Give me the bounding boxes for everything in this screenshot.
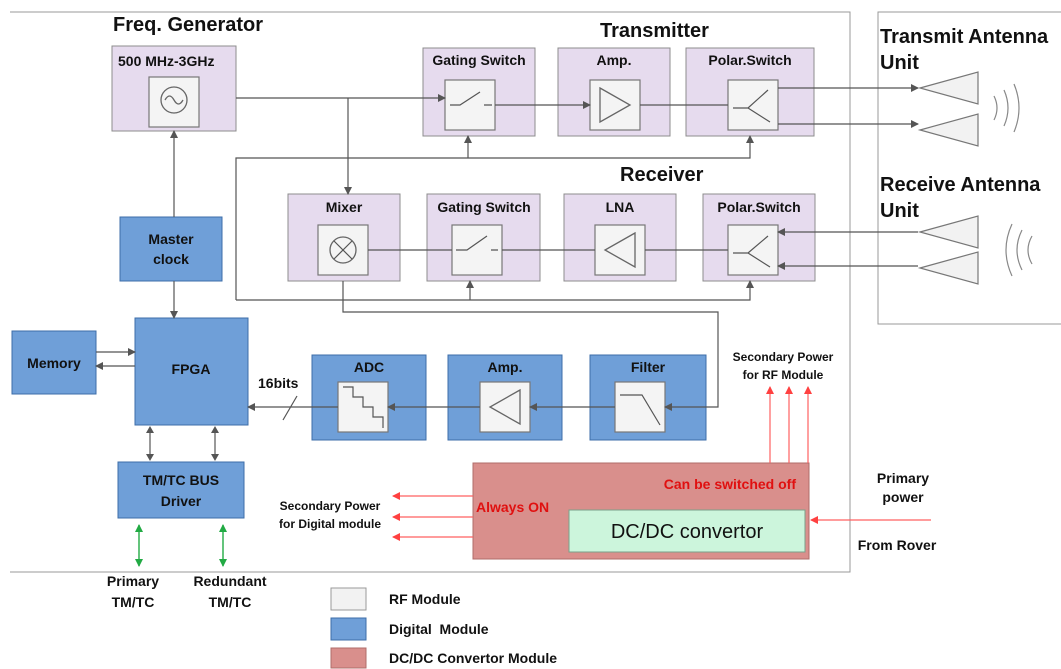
rx-switch-icon — [456, 235, 498, 251]
if-amp-icon — [488, 388, 521, 426]
lna-icon-box — [594, 224, 646, 276]
receive-antenna-title-line2: Unit — [880, 200, 919, 222]
rx-polar-switch-label: Polar.Switch — [717, 199, 800, 215]
memory-label: Memory — [27, 355, 81, 371]
sine-wave-icon — [164, 95, 184, 105]
can-switch-off-label: Can be switched off — [664, 476, 797, 492]
tx-amp-label: Amp. — [597, 52, 632, 68]
oscillator-icon-box — [148, 76, 200, 128]
primary-tmtc-label-line2: TM/TC — [112, 594, 155, 610]
primary-tmtc-label: Primary — [107, 573, 159, 589]
oscillator-icon — [160, 86, 188, 114]
secondary-rf-label-line2: for RF Module — [743, 368, 824, 382]
filter-label: Filter — [631, 359, 666, 375]
dcdc-convertor-label: DC/DC convertor — [611, 521, 764, 543]
freq-generator-title: Freq. Generator — [113, 14, 263, 36]
fpga-block — [134, 317, 249, 426]
legend-swatch-digital — [330, 617, 367, 641]
rx-polar-switch-icon — [733, 235, 771, 268]
legend: RF Module Digital Module DC/DC Convertor… — [330, 587, 557, 669]
system-frame — [10, 11, 851, 573]
tx-gating-switch-label: Gating Switch — [432, 52, 525, 68]
signal-connections — [95, 84, 919, 461]
secondary-rf-label: Secondary Power — [733, 350, 834, 364]
always-on-label: Always ON — [476, 499, 549, 515]
rx-antenna-horn-2 — [917, 251, 979, 285]
from-rover-label: From Rover — [858, 537, 937, 553]
legend-swatch-dcdc — [330, 647, 367, 669]
filter-icon-box — [614, 381, 666, 433]
master-clock-block — [119, 216, 223, 282]
rx-gating-switch-label: Gating Switch — [437, 199, 530, 215]
receive-antenna-title: Receive Antenna — [880, 174, 1041, 196]
adc-staircase-icon — [343, 386, 384, 428]
amplifier-icon — [599, 86, 632, 124]
rx-lna-label: LNA — [606, 199, 635, 215]
rx-mixer-label: Mixer — [326, 199, 363, 215]
transmitter-title: Transmitter — [600, 20, 709, 42]
if-amp-icon-box — [479, 381, 531, 433]
tx-polar-switch-icon — [733, 89, 771, 123]
rx-antenna-horn-1 — [917, 215, 979, 249]
tx-antenna-horn-1 — [917, 71, 979, 105]
antenna-frame — [877, 11, 1061, 325]
primary-power-label: Primary — [877, 470, 929, 486]
tmtc-bus-connections — [135, 524, 227, 567]
master-clock-label-line2: clock — [153, 251, 189, 267]
legend-label-rf: RF Module — [389, 591, 461, 607]
transmit-antenna-title: Transmit Antenna — [880, 26, 1049, 48]
tx-radiation-waves-icon — [993, 83, 1020, 133]
tx-polar-switch-icon-box — [727, 79, 779, 131]
tmtc-bus-driver-block — [117, 461, 245, 519]
legend-label-digital: Digital Module — [389, 621, 489, 637]
if-amp-label: Amp. — [488, 359, 523, 375]
primary-power-label-line2: power — [882, 489, 924, 505]
legend-label-dcdc: DC/DC Convertor Module — [389, 650, 557, 666]
tmtc-bus-driver-label-line2: Driver — [161, 493, 202, 509]
tmtc-bus-driver-label: TM/TC BUS — [143, 472, 219, 488]
lna-icon — [603, 231, 636, 269]
power-connections — [392, 386, 931, 541]
rx-radiation-waves-icon — [1005, 223, 1033, 277]
tx-switch-icon — [450, 91, 492, 106]
mixer-icon — [329, 236, 357, 264]
lowpass-filter-icon — [620, 394, 661, 426]
freq-range-label: 500 MHz-3GHz — [118, 53, 214, 69]
secondary-digital-label: Secondary Power — [280, 499, 381, 513]
master-clock-label: Master — [148, 231, 194, 247]
dcdc-convertor-box — [568, 509, 806, 553]
bits-label: 16bits — [258, 375, 299, 391]
secondary-digital-label-line2: for Digital module — [279, 517, 381, 531]
redundant-tmtc-label-line2: TM/TC — [209, 594, 252, 610]
transmit-antenna-title-line2: Unit — [880, 52, 919, 74]
receiver-title: Receiver — [620, 164, 704, 186]
tx-antenna-horn-2 — [917, 113, 979, 147]
redundant-tmtc-label: Redundant — [193, 573, 266, 589]
mixer-cross-icon — [333, 240, 353, 260]
tx-amp-icon-box — [589, 79, 641, 131]
rx-polar-switch-icon-box — [727, 224, 779, 276]
fpga-label: FPGA — [172, 361, 211, 377]
memory-block — [11, 330, 97, 395]
adc-label: ADC — [354, 359, 384, 375]
legend-swatch-rf — [330, 587, 367, 611]
tx-polar-switch-label: Polar.Switch — [708, 52, 791, 68]
